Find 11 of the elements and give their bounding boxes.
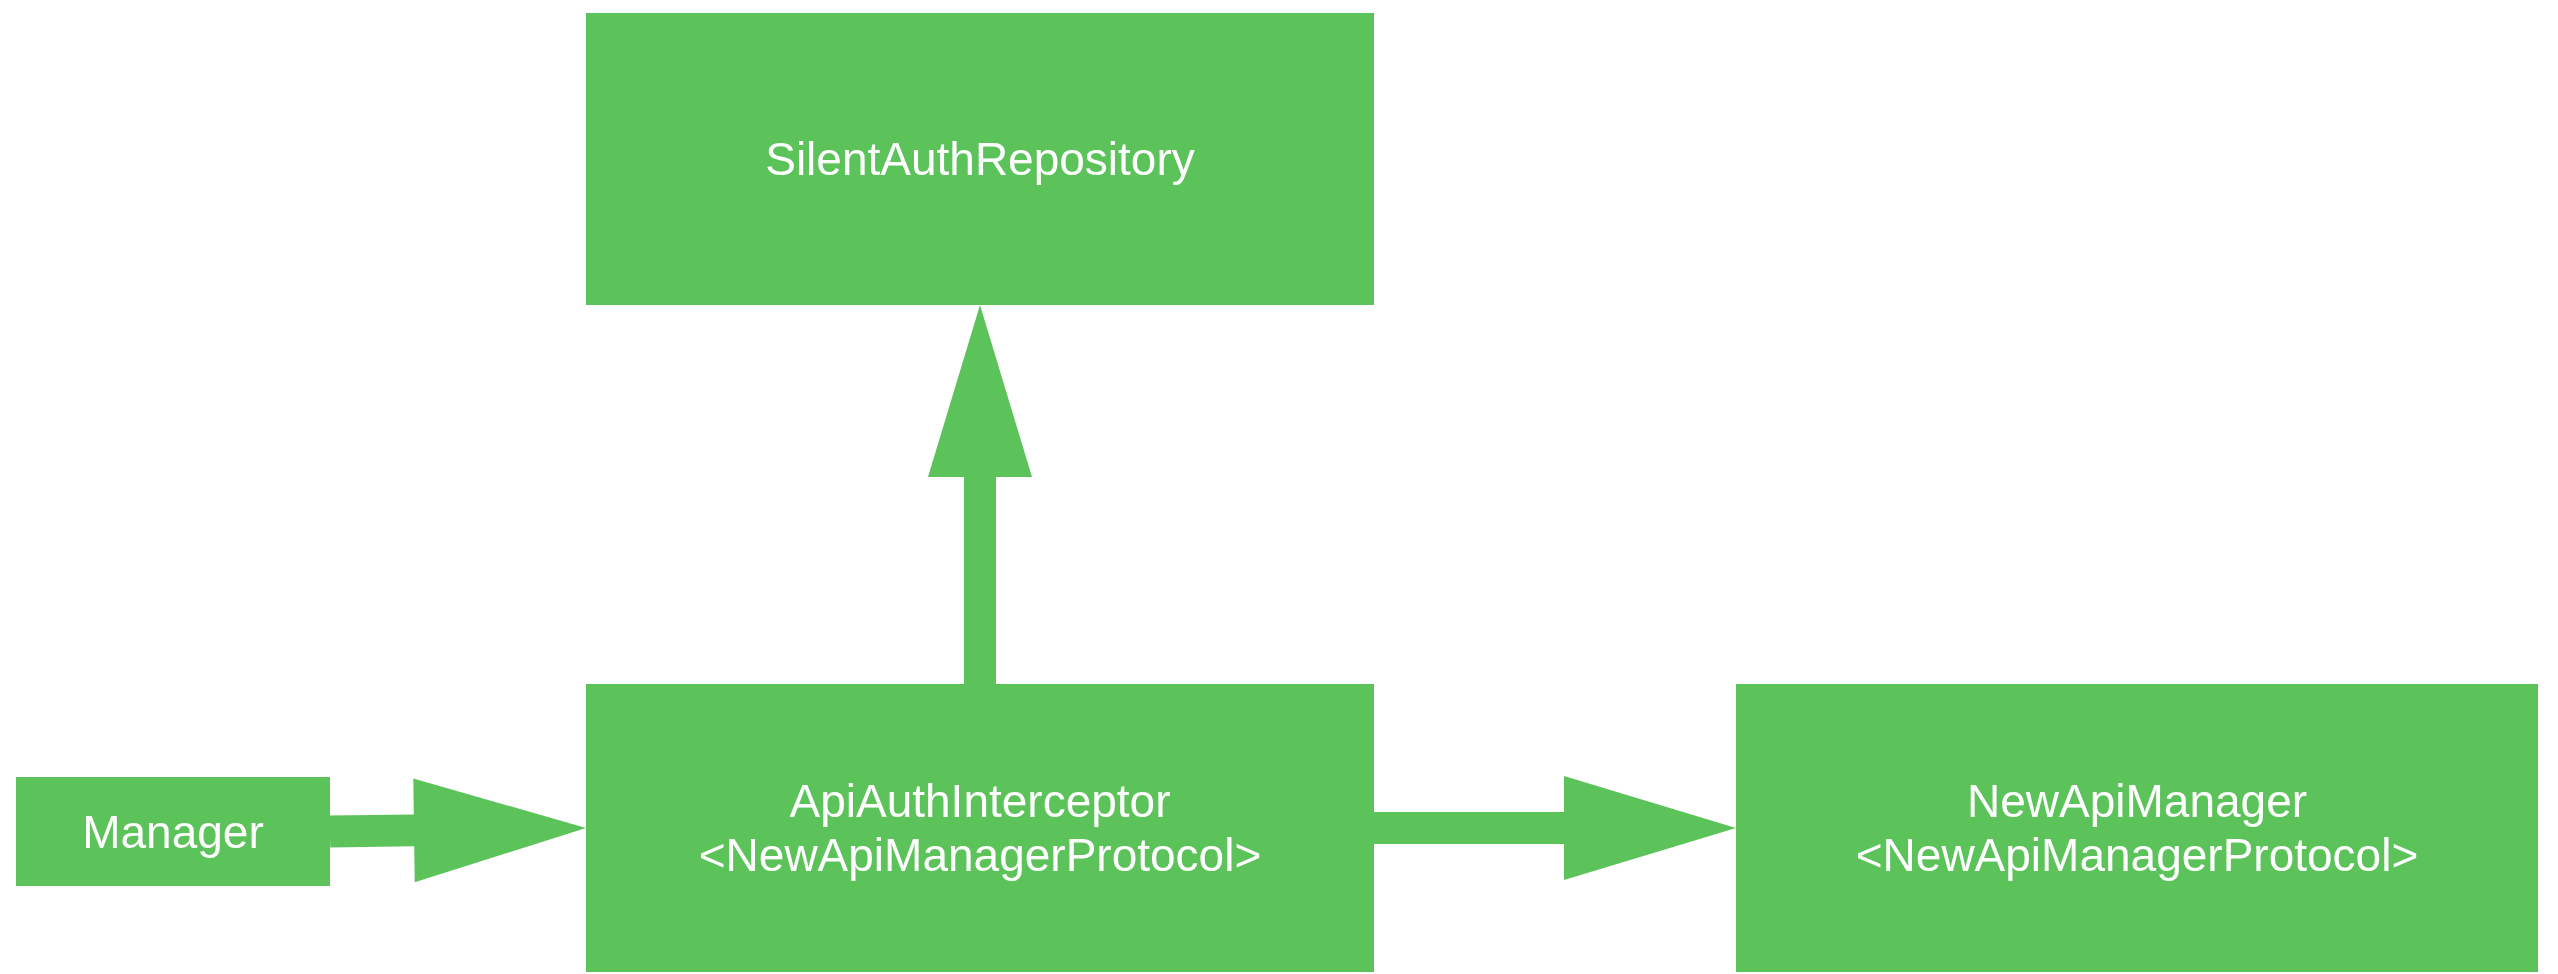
arrow <box>928 305 1032 684</box>
api-manager-box <box>1736 684 2538 972</box>
interceptor-box <box>586 684 1374 972</box>
manager-box <box>16 777 330 886</box>
arrow <box>329 778 586 883</box>
repository-box <box>586 13 1374 305</box>
arrow <box>1374 776 1736 880</box>
node-label: NewApiManager <NewApiManagerProtocol> <box>1854 774 2420 882</box>
node-label: SilentAuthRepository <box>765 132 1195 186</box>
node-label: Manager <box>82 804 264 859</box>
node-label: ApiAuthInterceptor <NewApiManagerProtocol> <box>697 774 1263 882</box>
